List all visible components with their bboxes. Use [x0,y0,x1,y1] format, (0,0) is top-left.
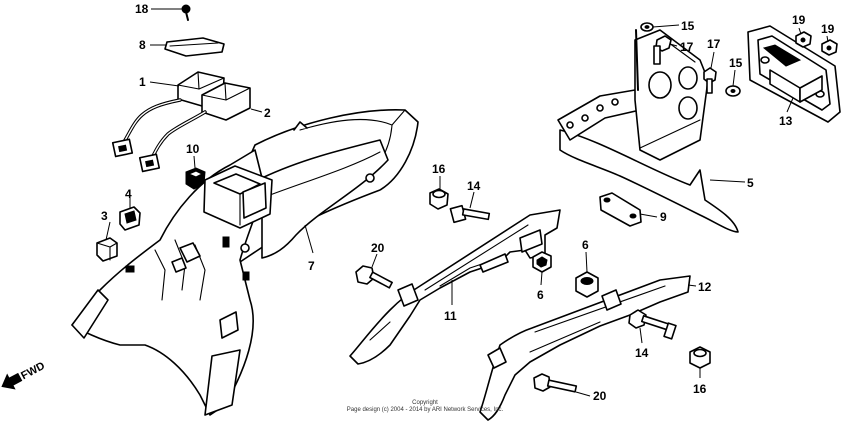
part-19-screw-left[interactable] [795,31,812,48]
copyright-line: Copyright [412,400,438,406]
callout-6-right: 6 [582,238,589,252]
part-14-bolt-lower[interactable] [628,309,677,340]
part-6-nut-right[interactable] [575,271,599,298]
part-14-bolt-upper[interactable] [449,204,491,224]
callout-13: 13 [779,114,793,128]
part-16-nut-lower[interactable] [689,346,711,369]
fwd-label: FWD [19,360,47,382]
part-18-screw[interactable] [181,4,191,21]
callout-16-lower: 16 [693,382,707,396]
callout-19-right: 19 [821,22,835,36]
part-2-relay[interactable] [201,82,251,121]
part-17-screw-left[interactable] [653,35,672,65]
part-9-plate[interactable] [599,192,642,227]
page-design-credit: Page design (c) 2004 - 2014 by ARI Netwo… [346,407,504,413]
callout-numbers: 18 8 1 2 10 4 3 7 16 14 11 20 6 6 12 14 … [101,2,835,403]
part-13-license-light[interactable] [747,25,841,123]
callout-19-left: 19 [792,13,806,27]
part-6-nut-left[interactable] [532,251,552,273]
part-5-license-bracket[interactable] [557,29,739,233]
callout-15-right: 15 [729,56,743,70]
part-17-screw-right[interactable] [703,67,717,94]
callout-1: 1 [139,75,146,89]
relay-wire-harness [111,98,207,173]
callout-9: 9 [660,210,667,224]
arrow-down-left-icon [1,372,23,390]
leader-lines [105,8,829,397]
part-15-washer-left[interactable] [640,22,654,32]
callout-16-upper: 16 [432,162,446,176]
callout-12: 12 [698,280,712,294]
callout-18: 18 [135,2,149,16]
callout-8: 8 [139,38,146,52]
part-11-rear-rail[interactable] [349,209,561,365]
part-4-cushion[interactable] [119,206,141,231]
callout-17-right: 17 [707,37,721,51]
callout-4: 4 [125,187,132,201]
callout-20-lower: 20 [593,389,607,403]
part-3-cushion[interactable] [96,237,118,262]
part-16-nut-upper[interactable] [429,188,449,210]
part-15-washer-right[interactable] [725,85,741,97]
part-20-bolt-lower[interactable] [533,373,578,393]
callout-20-upper: 20 [371,241,385,255]
callout-10: 10 [186,142,200,156]
part-19-screw-right[interactable] [821,39,838,56]
part-7-rear-fender[interactable] [71,109,419,416]
part-20-bolt-upper[interactable] [355,265,393,289]
callout-17-left: 17 [680,40,694,54]
callout-2: 2 [264,106,271,120]
callout-6-left: 6 [537,288,544,302]
part-8-plate[interactable] [164,37,225,57]
callout-3: 3 [101,209,108,223]
part-12-rear-rail[interactable] [479,275,691,421]
callout-5: 5 [747,176,754,190]
callout-14-upper: 14 [467,179,481,193]
callout-14-lower: 14 [635,346,649,360]
callout-15-left: 15 [681,19,695,33]
fwd-indicator: FWD [1,360,47,390]
callout-11: 11 [444,309,457,323]
callout-7: 7 [308,259,315,273]
